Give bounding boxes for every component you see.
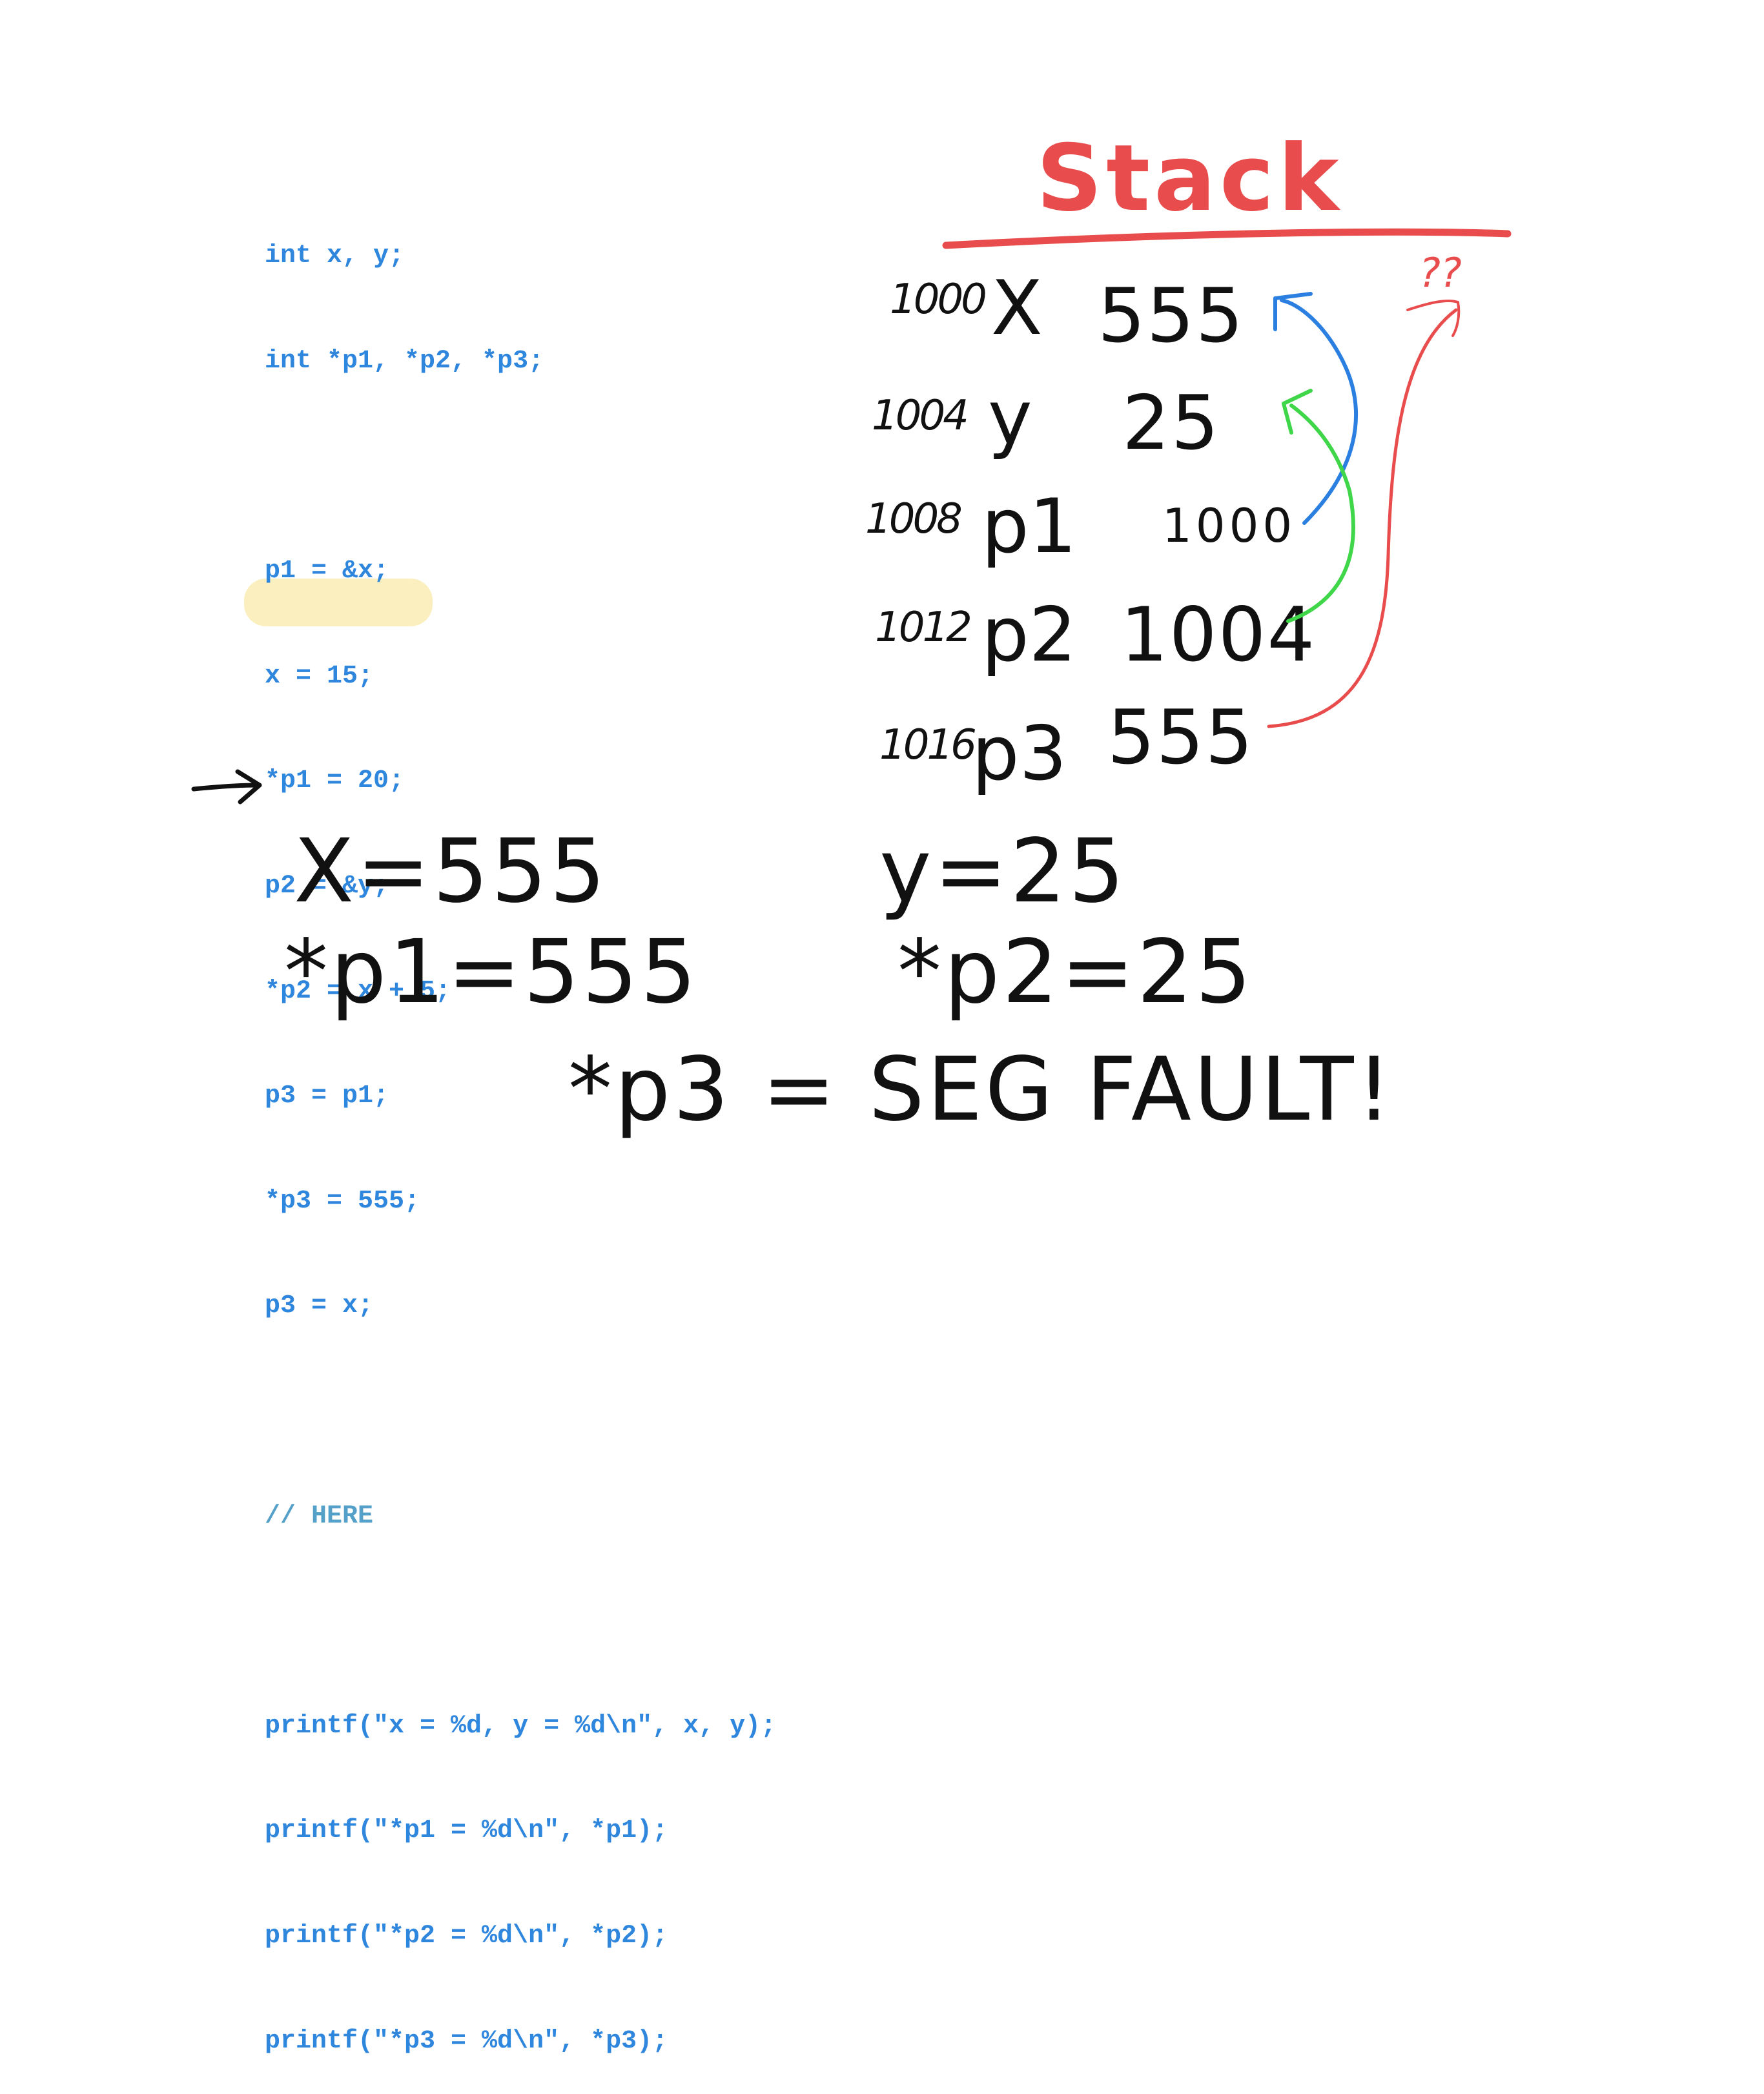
pointer-arrow-p2 bbox=[1286, 404, 1355, 623]
stack-var-name: X bbox=[991, 265, 1043, 352]
result-p3-segfault: *p3 = SEG FAULT! bbox=[568, 1039, 1395, 1141]
result-p2: *p2=25 bbox=[897, 921, 1254, 1023]
code-line: printf("*p2 = %d\n", *p2); bbox=[265, 1921, 668, 1951]
stack-value: 1000 bbox=[1162, 498, 1297, 553]
stack-title: Stack bbox=[1036, 125, 1343, 232]
arrowhead-blue-icon bbox=[1273, 292, 1313, 331]
code-line: *p2 = x + 5; bbox=[265, 976, 451, 1006]
arrowhead-red-icon bbox=[1406, 299, 1461, 337]
stack-value: 555 bbox=[1107, 694, 1255, 781]
code-line: p3 = x; bbox=[265, 1291, 374, 1321]
pointer-arrow-p3 bbox=[1267, 308, 1458, 728]
stack-var-name: p1 bbox=[981, 483, 1077, 570]
arrowhead-green-icon bbox=[1282, 389, 1313, 435]
result-x: X=555 bbox=[294, 821, 608, 923]
code-line: printf("x = %d, y = %d\n", x, y); bbox=[265, 1711, 777, 1741]
stack-address: 1016 bbox=[879, 721, 977, 769]
code-line: *p3 = 555; bbox=[265, 1186, 420, 1216]
current-line-arrow-icon bbox=[191, 783, 261, 792]
stack-address: 1000 bbox=[890, 276, 987, 323]
stack-underline bbox=[942, 228, 1512, 249]
pointer-arrow-p1 bbox=[1280, 298, 1358, 525]
stack-var-name: y bbox=[988, 375, 1032, 462]
stack-value: 1004 bbox=[1120, 591, 1317, 679]
stack-address: 1008 bbox=[865, 495, 963, 543]
code-blank bbox=[265, 1394, 776, 1429]
code-line: printf("*p3 = %d\n", *p3); bbox=[265, 2026, 668, 2056]
code-line: printf("*p1 = %d\n", *p1); bbox=[265, 1816, 668, 1846]
annotation-strokes bbox=[191, 228, 1512, 805]
stack-value: 25 bbox=[1122, 380, 1220, 467]
stack-value: 555 bbox=[1098, 272, 1245, 360]
comment-highlight bbox=[244, 579, 433, 626]
stack-address: 1012 bbox=[875, 604, 972, 652]
code-blank bbox=[265, 1604, 776, 1639]
code-line: int *p1, *p2, *p3; bbox=[265, 347, 544, 376]
code-line: int x, y; bbox=[265, 241, 405, 271]
code-line: p3 = p1; bbox=[265, 1082, 389, 1111]
code-line: *p1 = 20; bbox=[265, 766, 405, 796]
code-comment-here: // HERE bbox=[265, 1501, 374, 1531]
stack-var-name: p2 bbox=[981, 591, 1077, 679]
result-y: y=25 bbox=[879, 821, 1127, 923]
stack-var-name: p3 bbox=[972, 710, 1067, 797]
result-p1: *p1=555 bbox=[284, 921, 699, 1023]
code-line: p2 = &y; bbox=[265, 871, 389, 901]
code-line: p1 = &x; bbox=[265, 557, 389, 586]
question-marks: ?? bbox=[1419, 249, 1462, 296]
code-line: x = 15; bbox=[265, 661, 374, 691]
stack-address: 1004 bbox=[872, 392, 969, 440]
